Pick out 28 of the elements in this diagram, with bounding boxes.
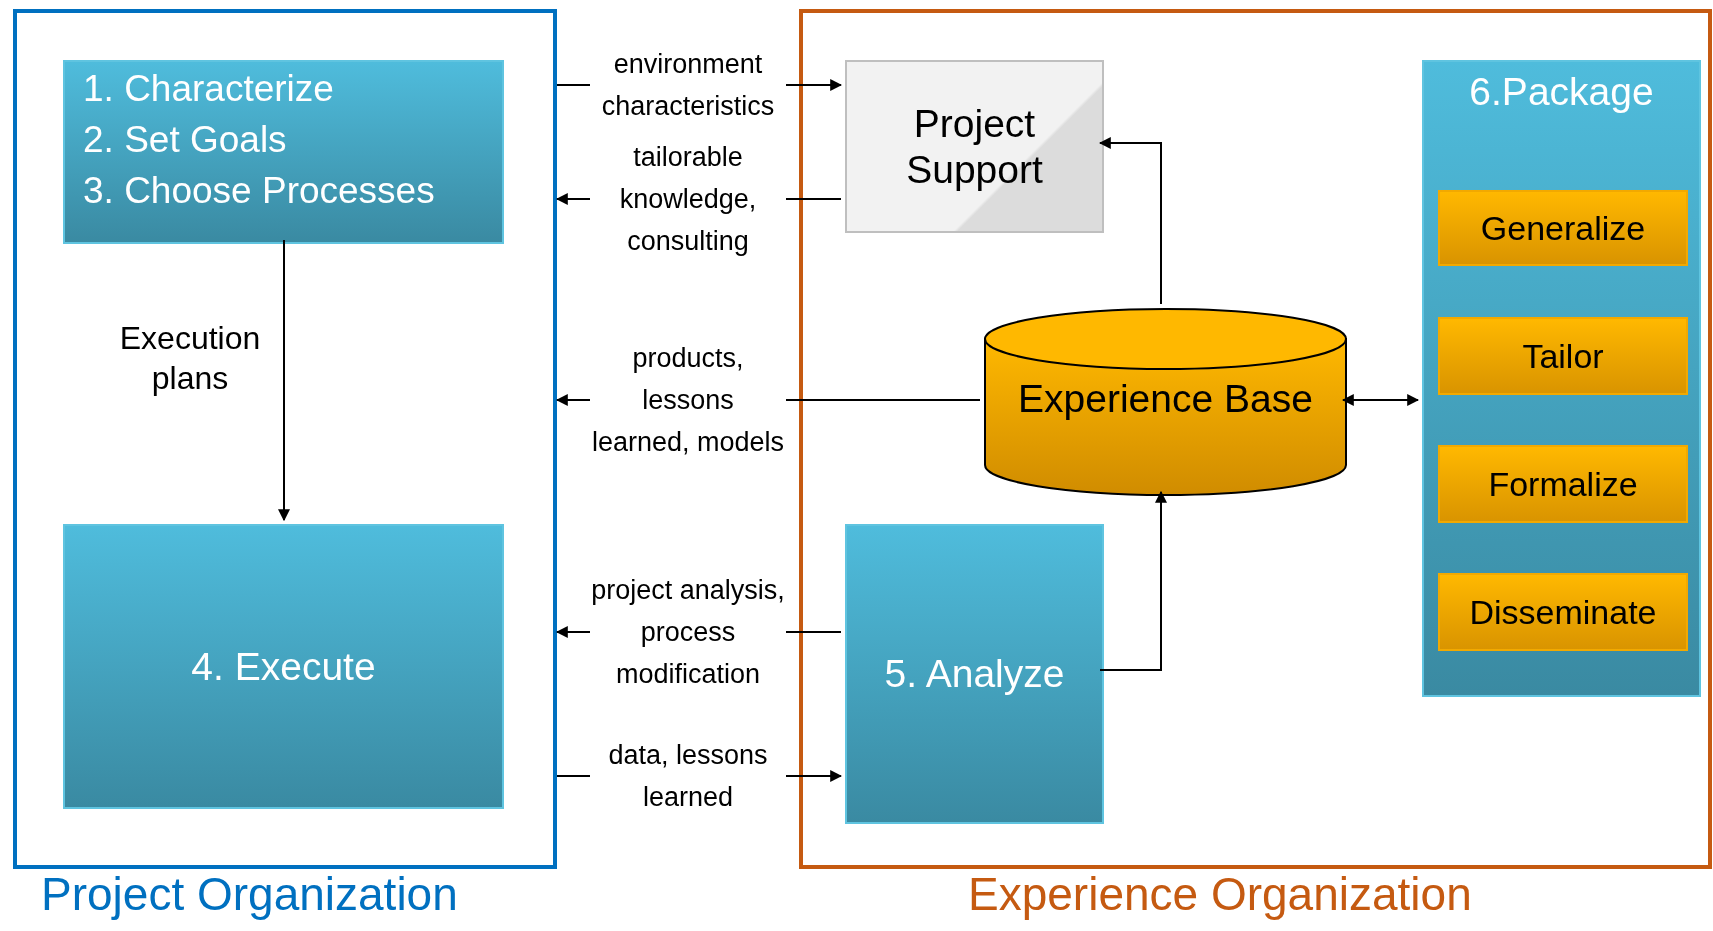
activity-label: Disseminate <box>1468 592 1658 632</box>
arrow <box>1341 394 1420 406</box>
group-title: Project Organization <box>41 867 458 921</box>
activity-box <box>1438 445 1688 523</box>
process-box <box>63 524 504 809</box>
panel-title: 6.Package <box>1468 70 1655 114</box>
arrow <box>1098 137 1162 305</box>
box-title: Project Support <box>905 100 1044 193</box>
step-text: 2. Set Goals <box>83 118 287 162</box>
package-panel <box>1422 60 1701 697</box>
activity-box <box>1438 573 1688 651</box>
activity-box <box>1438 317 1688 395</box>
box-title: Experience Base <box>1017 377 1314 421</box>
activity-box <box>1438 190 1688 266</box>
arrow <box>1099 490 1167 671</box>
box-title: 4. Execute <box>190 644 377 689</box>
arrow <box>278 239 290 522</box>
activity-label: Tailor <box>1521 336 1605 376</box>
step-text: 3. Choose Processes <box>83 169 435 213</box>
process-box <box>845 524 1104 824</box>
group-title: Experience Organization <box>968 867 1472 921</box>
activity-label: Formalize <box>1487 464 1639 504</box>
edge-label: Execution plans <box>118 319 262 398</box>
step-text: 1. Characterize <box>83 67 334 111</box>
support-box <box>845 60 1104 233</box>
activity-label: Generalize <box>1479 208 1647 248</box>
box-title: 5. Analyze <box>883 652 1066 696</box>
process-box <box>63 60 504 244</box>
